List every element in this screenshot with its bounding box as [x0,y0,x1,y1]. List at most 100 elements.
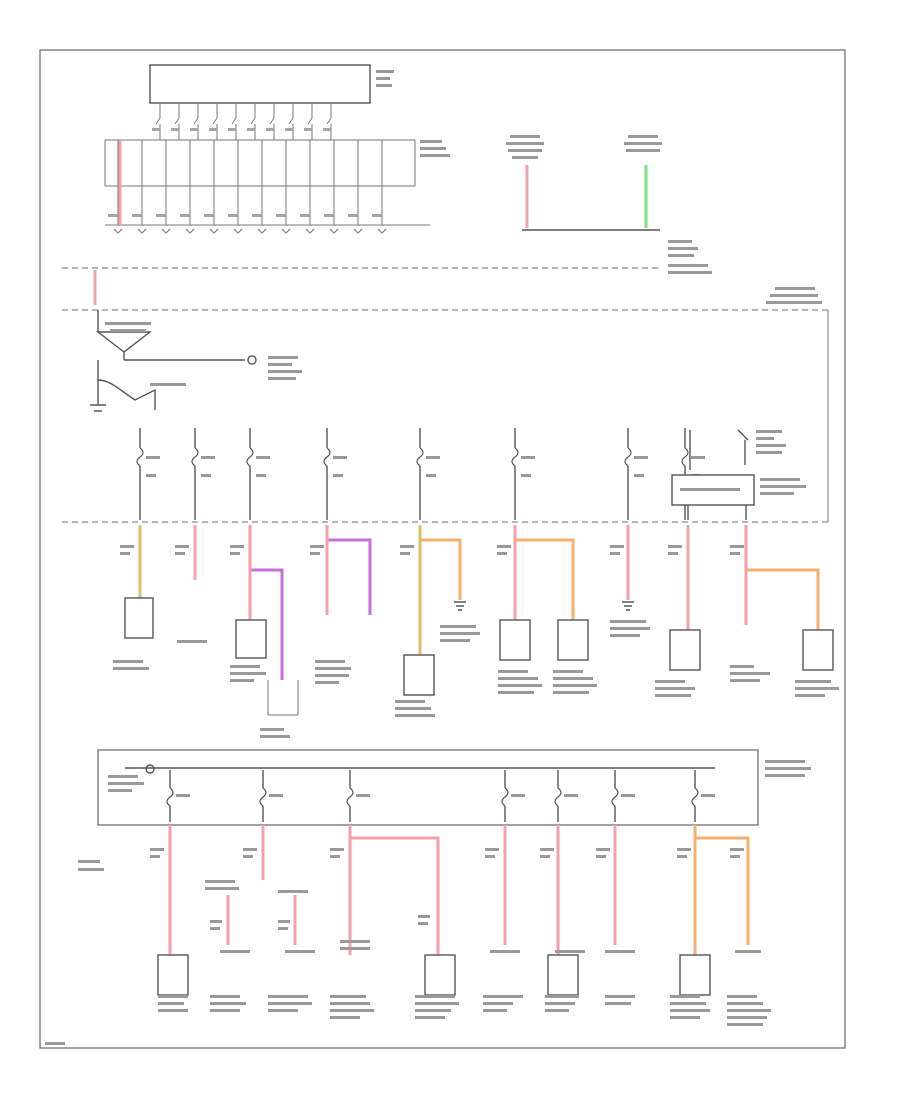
fusible-link-label [108,214,118,217]
tap-label [323,128,331,131]
component-label-lower [670,1002,706,1005]
component-label-lower [330,848,344,851]
fuse-rating [521,474,531,477]
component-label [230,672,266,675]
component-label-lower [278,890,308,893]
fusible-link-label [300,214,310,217]
component-label [260,735,290,738]
fusible-link-connector [209,228,219,234]
component-label [440,639,470,642]
diagram-frame [39,49,846,1049]
tap-label [152,128,160,131]
tap-label [304,128,312,131]
component-label [655,680,685,683]
component-label [497,552,507,555]
component-label [310,545,324,548]
component-label-lower [540,855,550,858]
component-label-lower [730,855,740,858]
fuse-rating [634,474,644,477]
component-label [498,684,542,687]
fuse-label [634,456,648,459]
fusible-link-connector [281,228,291,234]
component-label-lower [158,1009,188,1012]
relay-tap [212,103,218,140]
fuse-symbol-lower [691,787,699,807]
fusible-link-connector [185,228,195,234]
component-label [230,552,240,555]
wire-orange-5 [418,525,462,600]
component-label-lower [545,1009,569,1012]
component-label-lower [727,995,757,998]
fuse-rating [426,474,436,477]
component-label-lower [677,848,691,851]
component-label-lower [596,848,610,851]
component-label [498,670,528,673]
wire-pink-b4 [350,836,440,955]
component-label-lower [490,950,520,953]
component-label-lower [158,1002,184,1005]
fusible-link-connector [113,228,123,234]
component-label-lower [415,1016,445,1019]
module-relay-box [671,429,806,520]
fuse-label [201,456,215,459]
component-label-lower [483,1009,507,1012]
component-label-lower [727,1016,767,1019]
component-label-lower [220,950,250,953]
wire-purple-4 [325,525,372,615]
component-label-lower [278,927,288,930]
component-label-lower [205,887,239,890]
relay-tap [326,103,332,140]
component-label-lower [727,1002,763,1005]
component-label-lower [330,1002,370,1005]
relay-tap [288,103,294,140]
bottom-junction-block [78,749,811,871]
relay-tap [250,103,256,140]
component-label [655,687,695,690]
component-label-lower [670,1016,700,1019]
component-label [730,672,770,675]
component-label [120,545,134,548]
component-label-lower [268,995,308,998]
component-label-lower [268,1009,298,1012]
component-label [440,625,476,628]
page-footer-mark [45,1042,65,1045]
component-label-lower [418,922,428,925]
load-module-8 [669,629,701,671]
tap-label [209,128,217,131]
component-label [315,674,349,677]
load-module-5 [403,654,435,696]
component-label-lower [727,1009,771,1012]
component-label-lower [340,940,370,943]
fuse-rating [201,474,211,477]
component-label-lower [150,848,164,851]
component-label-lower [485,848,499,851]
tap-label [171,128,179,131]
fusible-link-connector [329,228,339,234]
wire-orange-9 [744,525,820,630]
component-label [120,552,130,555]
fusible-link-connector [137,228,147,234]
load-module-b8 [679,954,711,996]
component-label-lower [483,1002,513,1005]
component-label-lower [670,995,700,998]
component-label [655,694,691,697]
mid-load-circuits [113,525,839,738]
component-label-lower [415,1009,451,1012]
component-label-lower [415,995,455,998]
component-label-lower [285,950,315,953]
component-label [610,552,620,555]
tap-label [247,128,255,131]
component-label [175,552,185,555]
fusible-link-connector [305,228,315,234]
battery-relay-box [149,64,371,104]
fuse-symbol-lower [166,787,174,807]
component-label [175,545,189,548]
fuse-label [521,456,535,459]
component-label-lower [418,915,430,918]
component-label-lower [415,1002,459,1005]
component-label-lower [540,848,554,851]
relay-tap [193,103,199,140]
component-label [553,677,593,680]
component-label [668,552,678,555]
component-label-lower [210,1009,240,1012]
